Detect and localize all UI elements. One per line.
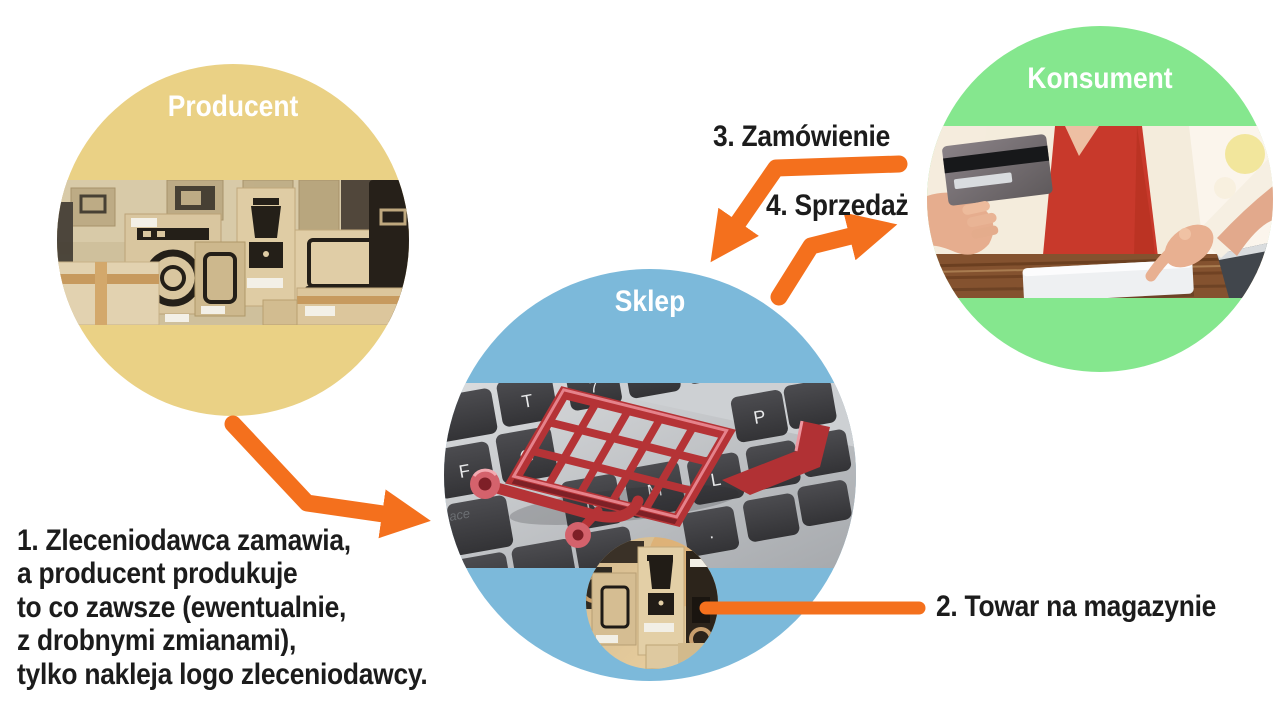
- step1-line: a producent produkuje: [17, 557, 298, 591]
- step1-line: z drobnymi zmianami),: [17, 624, 297, 658]
- step2-label: 2. Towar na magazynie: [936, 590, 1217, 623]
- key-letter: 7: [588, 383, 600, 397]
- step1-line: tylko nakleja logo zleceniodawcy.: [17, 657, 428, 691]
- key-letter: 8: [647, 383, 659, 385]
- step1-line: to co zawsze (ewentualnie,: [17, 590, 347, 624]
- bokeh-light: [1225, 134, 1265, 174]
- producent-photo: [57, 180, 409, 325]
- sklep-label: Sklep: [614, 285, 686, 318]
- producent-node: Producent: [57, 64, 409, 416]
- sklep-node: F G T 7 8 9 F8 N M P L: [444, 269, 856, 681]
- shopping-cart-graphic: [470, 386, 830, 548]
- key-letter: F: [457, 460, 471, 482]
- key-letter: P: [752, 406, 767, 428]
- konsument-node: Konsument: [927, 26, 1273, 372]
- arrow-producent-to-sklep: [224, 415, 431, 539]
- konsument-label: Konsument: [1027, 62, 1173, 95]
- blender-box: [236, 187, 296, 307]
- key-letter: .: [707, 523, 715, 543]
- left-fingers-graphic: [962, 201, 999, 239]
- key-letter: L: [709, 469, 722, 490]
- konsument-photo: [927, 126, 1273, 298]
- step1-line: 1. Zleceniodawca zamawia,: [17, 524, 351, 557]
- tablet-box: [194, 241, 246, 317]
- spacebar-text: ace: [448, 506, 471, 524]
- right-arm-graphic: [1145, 154, 1273, 282]
- credit-card-graphic: [942, 134, 1053, 206]
- key-letter: T: [520, 390, 534, 412]
- step3-label: 3. Zamówienie: [713, 120, 891, 153]
- fridge-box: [369, 180, 409, 322]
- step4-label: 4. Sprzedaż: [766, 189, 909, 222]
- dark-tablet-graphic: [1217, 242, 1273, 298]
- warehouse-boxes-graphic: [586, 537, 718, 669]
- plain-boxes: [57, 261, 406, 325]
- sklep-inset-photo: [586, 537, 718, 669]
- step1-text-block: 1. Zleceniodawca zamawia, a producent pr…: [17, 524, 428, 691]
- producent-label: Producent: [167, 90, 299, 123]
